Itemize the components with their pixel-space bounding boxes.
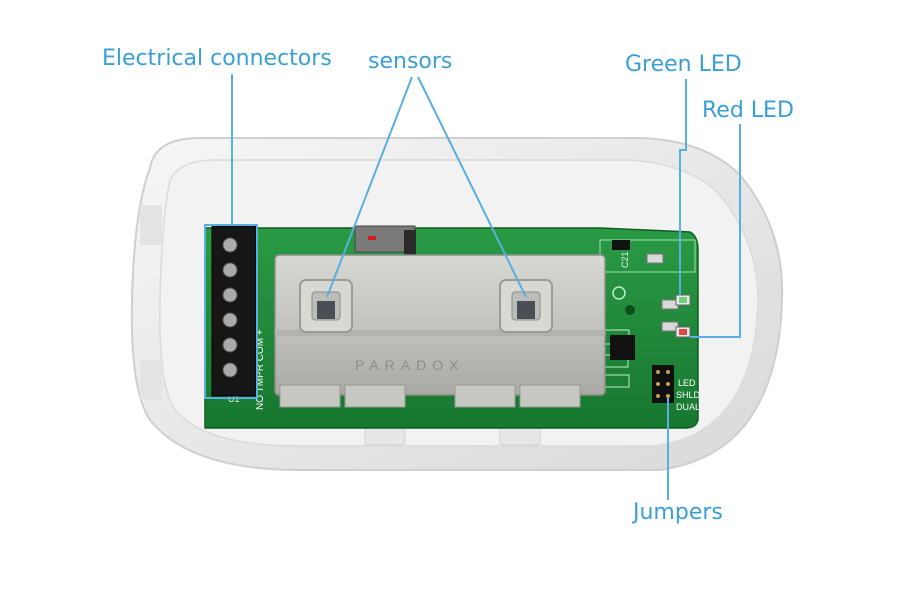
slide-switch: [354, 225, 416, 270]
jumper-block: LED SHLD DUAL: [652, 365, 701, 412]
terminal-text: NO TMPR COM +: [255, 329, 266, 410]
sensors-leader-line-left: [326, 76, 413, 298]
terminal-block: NO TMPR COM +: [211, 225, 266, 410]
component-ref-text: C21: [620, 251, 630, 268]
red-led-leader-line: [690, 124, 741, 338]
jumper-label-dual: DUAL: [676, 402, 700, 412]
leader-lines: [231, 74, 741, 500]
brand-embossing: PARADOX: [355, 357, 464, 373]
red-led-label: Red LED: [702, 98, 794, 123]
sensors-label: sensors: [368, 49, 453, 74]
sensors-leader-line-right: [417, 76, 527, 298]
green-led: [675, 294, 691, 306]
left-sensor: [299, 279, 353, 333]
right-sensor: [499, 279, 553, 333]
electrical-connectors-label: Electrical connectors: [102, 46, 332, 71]
jumpers-label: Jumpers: [633, 500, 723, 525]
green-led-label: Green LED: [625, 52, 742, 77]
jumper-label-led: LED: [678, 378, 696, 388]
green-led-leader-line: [679, 79, 687, 296]
red-led: [675, 326, 691, 338]
jumper-label-shld: SHLD: [676, 390, 701, 400]
